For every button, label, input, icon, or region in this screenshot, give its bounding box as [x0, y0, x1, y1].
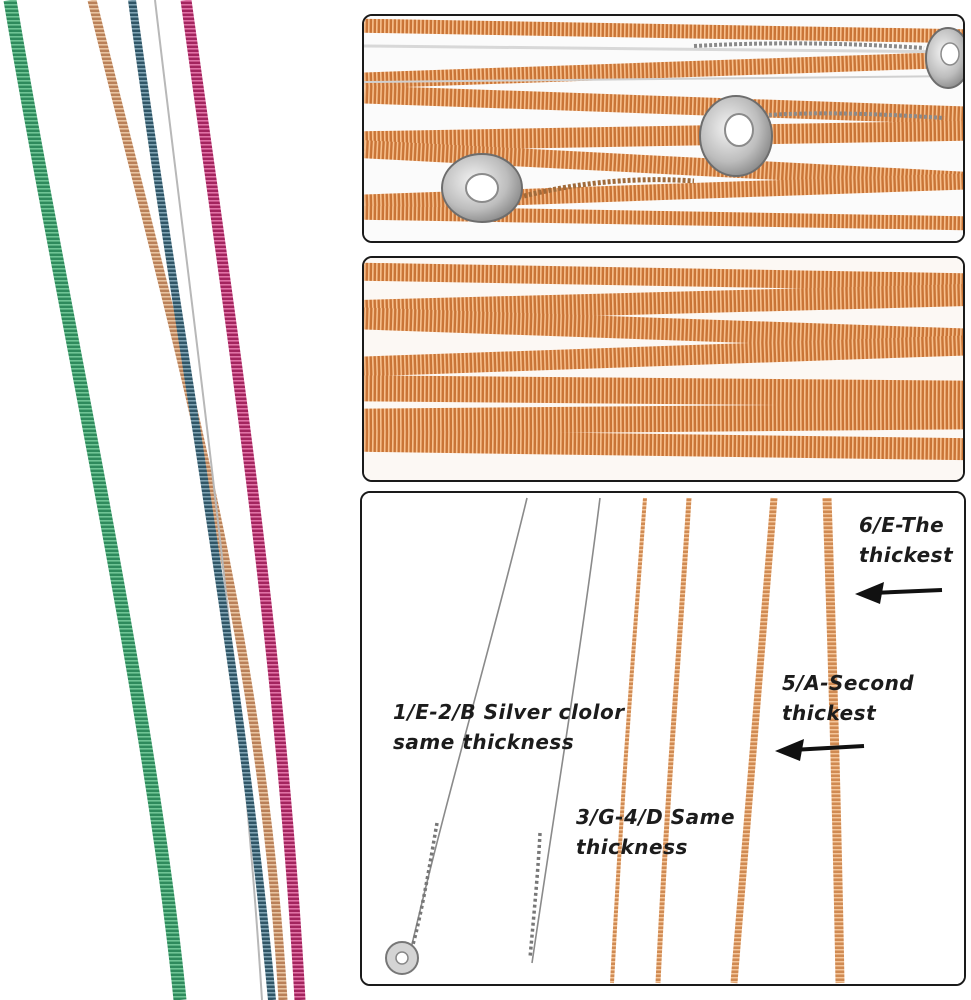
label-5-a: 5/A-Second thickest — [782, 671, 915, 725]
string-3-g — [610, 497, 647, 984]
label-6-e: 6/E-The thickest — [859, 513, 954, 567]
string-thickness-photo: 6/E-The thickest 5/A-Second thickest 1/E… — [360, 491, 966, 986]
plain-string — [154, 0, 263, 1000]
string-4-d — [655, 497, 692, 984]
copper-winding-closeup-photo — [362, 256, 965, 482]
string-6-e — [822, 497, 845, 984]
ball-end-closeup-photo — [362, 14, 965, 243]
green-string — [3, 0, 187, 1000]
tan-string — [87, 0, 288, 1000]
blue-string — [128, 0, 276, 1000]
arrow-6-e-icon — [855, 582, 943, 604]
arrow-5-a-icon — [775, 739, 865, 761]
string-2-b — [531, 497, 601, 964]
magenta-string — [180, 0, 306, 1000]
label-g-d-strings: 3/G-4/D Same thickness — [576, 805, 736, 859]
colored-strings-photo — [0, 0, 355, 1000]
string-5-a — [730, 497, 778, 984]
label-silver-strings: 1/E-2/B Silver clolor same thickness — [393, 700, 625, 754]
